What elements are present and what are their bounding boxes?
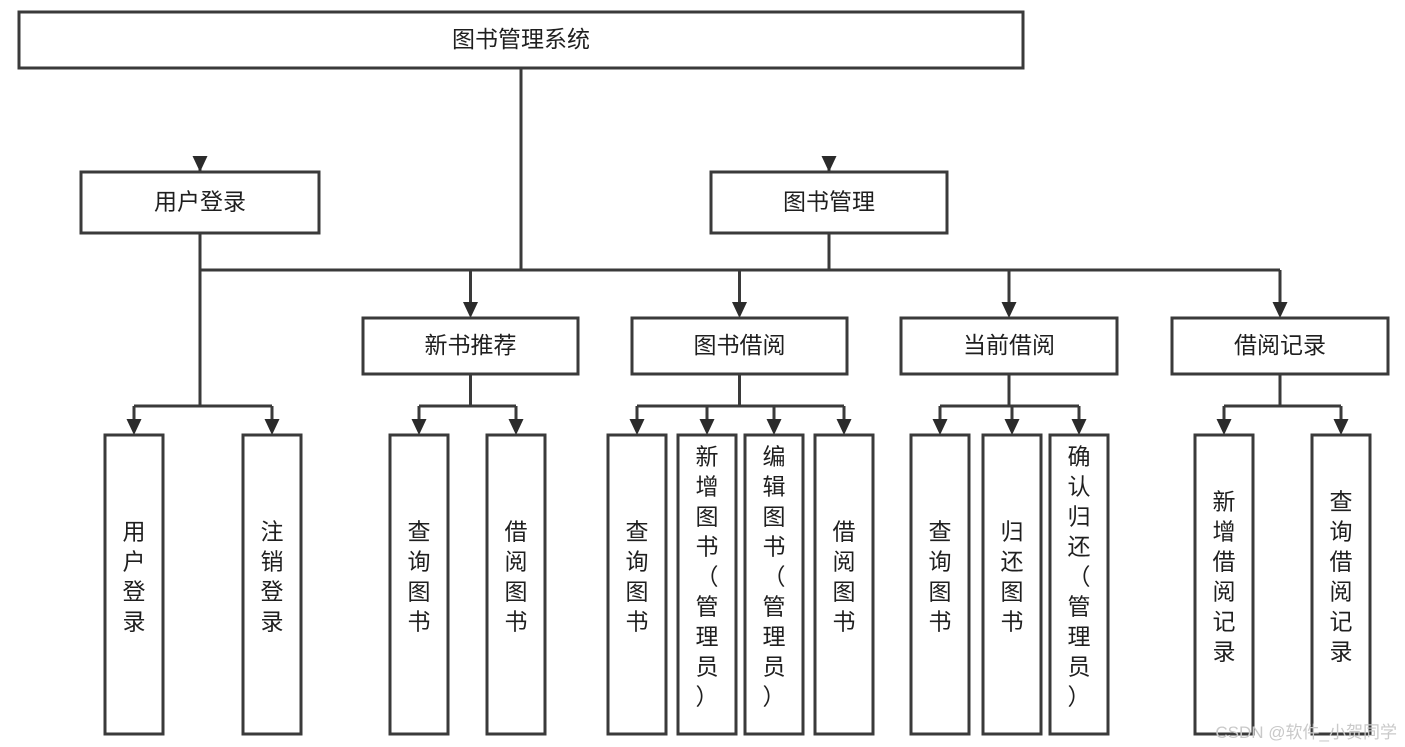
diagram-node-leaf-borrow-2[interactable]: 编辑图书（管理员） (743, 433, 805, 736)
node-box (743, 433, 805, 736)
node-box (485, 433, 547, 736)
node-box (79, 170, 321, 235)
diagram-node-root[interactable]: 图书管理系统 (17, 10, 1025, 70)
arrow-head-icon (732, 302, 747, 318)
diagram-node-leaf-new-0[interactable]: 查询图书 (388, 433, 450, 736)
arrow-head-icon (699, 419, 715, 435)
node-label: 查询图书 (626, 519, 649, 635)
node-label: 借阅图书 (505, 519, 528, 635)
node-box (1170, 316, 1390, 376)
diagram-node-l2-3[interactable]: 借阅记录 (1170, 316, 1390, 376)
node-box (1193, 433, 1255, 736)
node-label: 当前借阅 (963, 332, 1055, 358)
diagram-node-leaf-login-0[interactable]: 用户登录 (103, 433, 165, 736)
node-box (813, 433, 875, 736)
node-layer: 图书管理系统用户登录图书管理新书推荐图书借阅当前借阅借阅记录用户登录注销登录查询… (17, 10, 1390, 736)
arrow-head-icon (192, 156, 208, 172)
diagram-node-l2-2[interactable]: 当前借阅 (899, 316, 1119, 376)
arrow-head-icon (629, 419, 645, 435)
arrow-head-icon (1004, 419, 1020, 435)
diagram-node-leaf-login-1[interactable]: 注销登录 (241, 433, 303, 736)
node-box (676, 433, 738, 736)
node-label: 编辑图书（管理员） (763, 444, 786, 710)
arrow-head-icon (1071, 419, 1087, 435)
diagram-node-leaf-rec-1[interactable]: 查询借阅记录 (1310, 433, 1372, 736)
connector-group (411, 374, 524, 435)
diagram-node-l2-1[interactable]: 图书借阅 (630, 316, 849, 376)
node-box (899, 316, 1119, 376)
diagram-node-leaf-borrow-1[interactable]: 新增图书（管理员） (676, 433, 738, 736)
connector-group (192, 68, 837, 272)
arrow-head-icon (932, 419, 948, 435)
connector-group (1216, 374, 1349, 435)
diagram-node-l1-0[interactable]: 用户登录 (79, 170, 321, 235)
arrow-head-icon (766, 419, 782, 435)
node-label: 新增借阅记录 (1213, 489, 1236, 665)
node-label: 查询图书 (929, 519, 952, 635)
node-box (709, 170, 949, 235)
connector-group (463, 233, 1288, 318)
node-label: 借阅记录 (1234, 332, 1326, 358)
node-label: 借阅图书 (833, 519, 856, 635)
node-box (388, 433, 450, 736)
diagram-node-leaf-cur-2[interactable]: 确认归还（管理员） (1048, 433, 1110, 736)
node-label: 图书借阅 (694, 332, 786, 358)
node-box (981, 433, 1043, 736)
node-box (606, 433, 668, 736)
node-box (17, 10, 1025, 70)
node-box (630, 316, 849, 376)
node-label: 查询借阅记录 (1330, 489, 1353, 665)
connector-group (126, 233, 280, 435)
arrow-head-icon (411, 419, 427, 435)
node-label: 注销登录 (261, 519, 284, 635)
node-label: 图书管理 (783, 189, 875, 215)
node-box (103, 433, 165, 736)
node-label: 新增图书（管理员） (696, 444, 719, 710)
node-box (361, 316, 580, 376)
arrow-head-icon (463, 302, 478, 318)
node-label: 确认归还（管理员） (1068, 444, 1091, 710)
diagram-node-leaf-borrow-0[interactable]: 查询图书 (606, 433, 668, 736)
arrow-head-icon (1216, 419, 1232, 435)
diagram-node-l1-1[interactable]: 图书管理 (709, 170, 949, 235)
arrow-head-icon (836, 419, 852, 435)
arrow-head-icon (126, 419, 142, 435)
node-label: 新书推荐 (425, 332, 517, 358)
diagram-node-leaf-borrow-3[interactable]: 借阅图书 (813, 433, 875, 736)
node-label: 图书管理系统 (452, 26, 590, 52)
node-label: 查询图书 (408, 519, 431, 635)
arrow-head-icon (264, 419, 280, 435)
watermark-text: CSDN @软件_小贺同学 (1215, 723, 1397, 742)
diagram-node-leaf-rec-0[interactable]: 新增借阅记录 (1193, 433, 1255, 736)
node-label: 用户登录 (123, 519, 146, 635)
arrow-head-icon (821, 156, 837, 172)
connector-group (629, 374, 852, 435)
node-box (1048, 433, 1110, 736)
arrow-head-icon (1001, 302, 1017, 318)
node-box (909, 433, 971, 736)
diagram-node-l2-0[interactable]: 新书推荐 (361, 316, 580, 376)
connector-layer (126, 68, 1349, 435)
arrow-head-icon (1272, 302, 1288, 318)
diagram-node-leaf-cur-1[interactable]: 归还图书 (981, 433, 1043, 736)
connector-group (932, 374, 1087, 435)
node-label: 归还图书 (1001, 519, 1024, 635)
arrow-head-icon (508, 419, 524, 435)
arrow-head-icon (1333, 419, 1349, 435)
node-box (1310, 433, 1372, 736)
diagram-node-leaf-new-1[interactable]: 借阅图书 (485, 433, 547, 736)
node-box (241, 433, 303, 736)
node-label: 用户登录 (154, 189, 246, 215)
diagram-node-leaf-cur-0[interactable]: 查询图书 (909, 433, 971, 736)
